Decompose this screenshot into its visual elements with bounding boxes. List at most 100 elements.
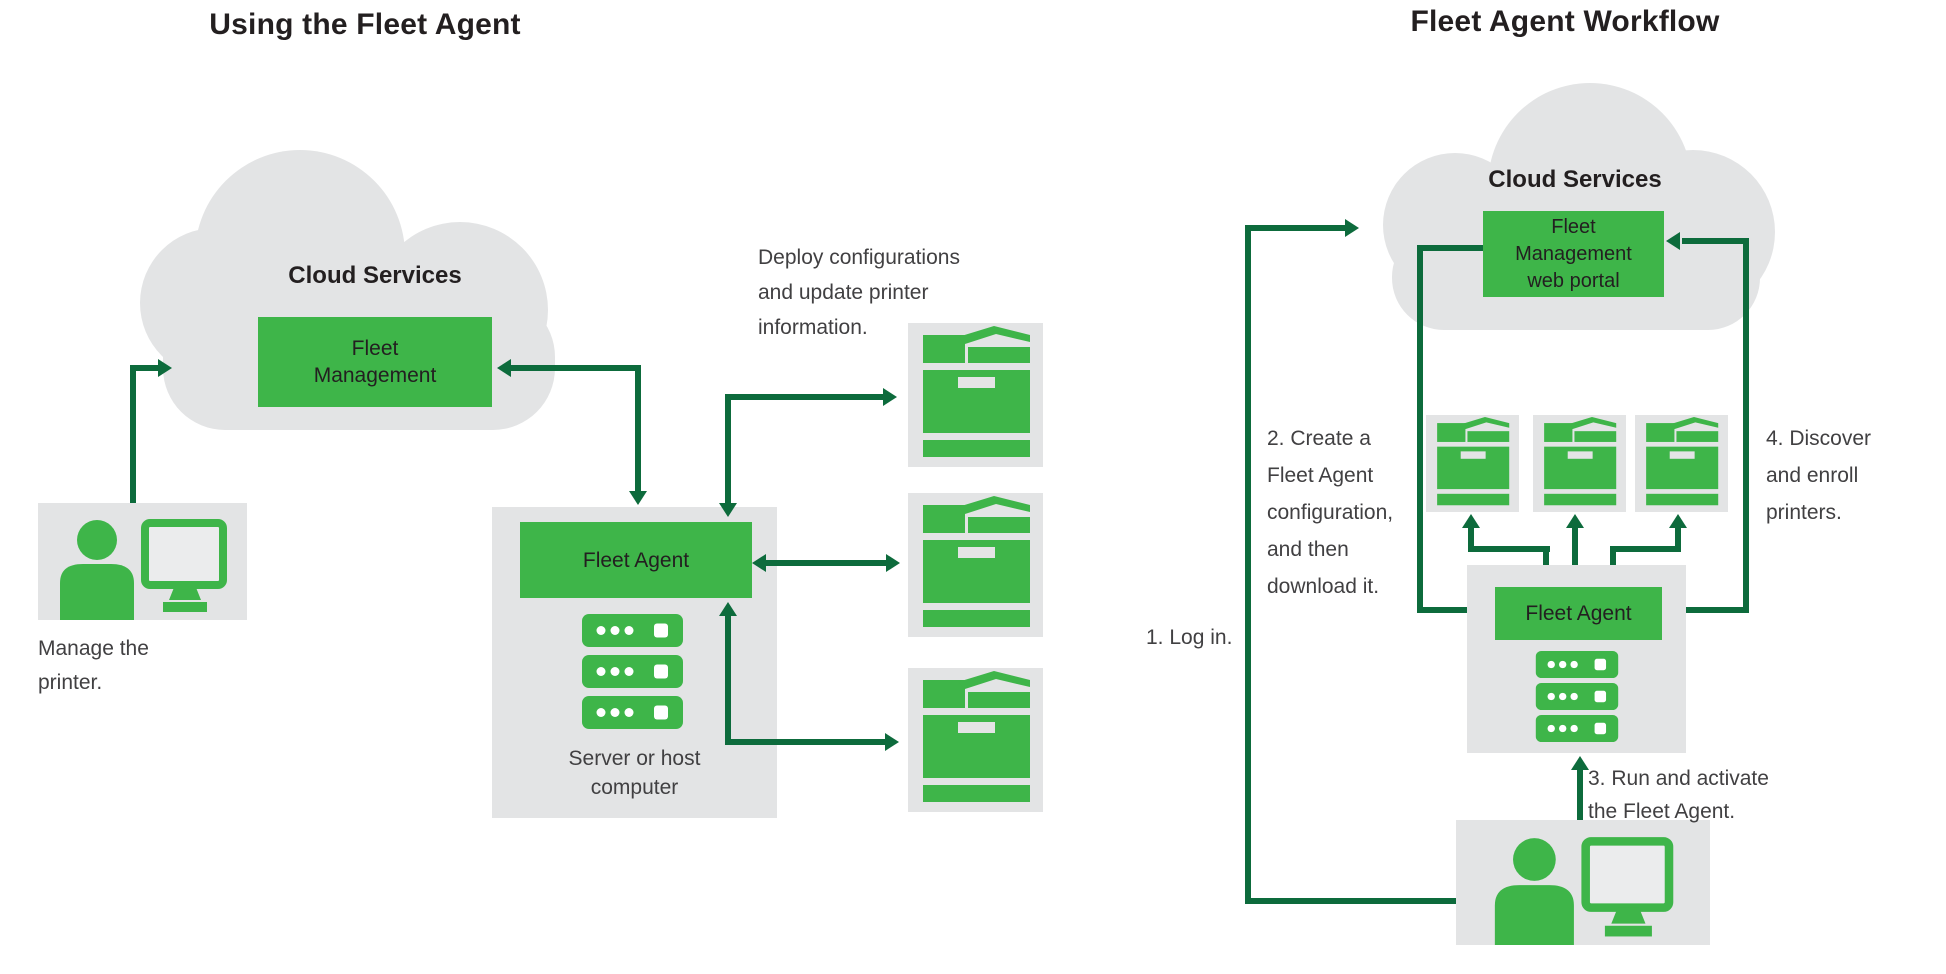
caption-line: download it.	[1267, 575, 1380, 598]
caption-line: printer.	[38, 671, 103, 694]
arrowhead-into-fleet-agent	[752, 554, 766, 572]
fleet-management-line: Fleet	[351, 337, 399, 360]
arrow-agent-printers	[1675, 528, 1681, 552]
printer-icon	[1533, 415, 1626, 512]
person-monitor-icon	[38, 503, 247, 620]
printer-panel	[908, 323, 1043, 467]
fleet-agent-label: Fleet Agent	[582, 548, 690, 572]
arrow-agent-to-portal	[1662, 607, 1749, 613]
printer-panel	[1533, 415, 1626, 512]
printer-icon	[908, 493, 1043, 637]
arrow-login-path	[1245, 225, 1345, 231]
left-cloud-label: Cloud Services	[288, 262, 462, 289]
right-cloud-label: Cloud Services	[1488, 166, 1662, 193]
note-line: information.	[758, 316, 868, 339]
arrowhead-into-server-box	[629, 491, 647, 505]
portal-line: web portal	[1527, 269, 1620, 292]
caption-line: Manage the	[38, 637, 149, 660]
left-diagram-title: Using the Fleet Agent	[209, 8, 521, 41]
arrow-agent-printer1	[725, 394, 731, 503]
arrowhead-into-server-box	[1571, 756, 1589, 770]
printer-icon	[908, 668, 1043, 812]
printer-panel	[908, 668, 1043, 812]
arrow-portal-to-agent	[1420, 245, 1483, 251]
arrow-agent-printers	[1468, 546, 1550, 552]
arrowhead-into-fleet-agent	[719, 602, 737, 616]
portal-line: Fleet	[1551, 215, 1596, 238]
fleet-agent-box: Fleet Agent	[1495, 587, 1662, 640]
right-diagram-title: Fleet Agent Workflow	[1410, 5, 1720, 38]
server-icon	[582, 696, 683, 729]
portal-line: Management	[1515, 242, 1632, 265]
arrowhead-into-printer2	[1566, 514, 1584, 528]
arrowhead-into-cloud	[1345, 219, 1359, 237]
caption-line: printers.	[1766, 501, 1842, 524]
admin-user-panel	[38, 503, 247, 620]
note-line: Deploy configurations	[758, 246, 960, 269]
arrow-portal-to-agent	[1417, 245, 1423, 613]
printer-icon	[908, 323, 1043, 467]
arrow-agent-to-portal	[1743, 238, 1749, 613]
printer-panel	[1426, 415, 1519, 512]
caption-line: Fleet Agent	[1267, 464, 1374, 487]
fleet-management-box: Fleet Management	[258, 317, 492, 407]
server-icon	[1535, 651, 1619, 678]
fleet-agent-label: Fleet Agent	[1525, 602, 1632, 625]
step4-caption: 4. Discover and enroll printers.	[1766, 420, 1871, 531]
note-line: and update printer	[758, 281, 929, 304]
server-icon	[1535, 683, 1619, 710]
arrowhead-into-cloud	[158, 359, 172, 377]
admin-user-panel	[1456, 820, 1710, 945]
arrowhead-into-printer1	[1462, 514, 1480, 528]
arrowhead-into-printer2	[886, 554, 900, 572]
manage-printer-caption: Manage the printer.	[38, 632, 149, 700]
arrowhead-into-printer3	[1669, 514, 1687, 528]
arrow-agent-printer2	[766, 560, 886, 566]
fleet-agent-box: Fleet Agent	[520, 522, 752, 598]
arrow-agent-printers	[1610, 546, 1681, 552]
caption-line: Server or host	[568, 747, 701, 770]
step3-caption: 3. Run and activate the Fleet Agent.	[1588, 762, 1769, 828]
caption-line: computer	[590, 776, 679, 799]
server-icon	[1535, 715, 1619, 742]
arrow-run-activate	[1577, 770, 1583, 820]
arrow-portal-to-agent	[1417, 607, 1479, 613]
arrowhead-into-fleet-management	[497, 359, 511, 377]
printer-icon	[1426, 415, 1519, 512]
printer-panel	[908, 493, 1043, 637]
arrow-portal-agent	[635, 365, 641, 493]
printer-panel	[1635, 415, 1728, 512]
arrowhead-into-printer3	[885, 733, 899, 751]
arrowhead-into-printer1	[883, 388, 897, 406]
arrowhead-into-web-portal	[1666, 232, 1680, 250]
arrow-agent-to-portal	[1682, 238, 1749, 244]
arrow-person-to-cloud	[130, 365, 136, 503]
caption-line: and then	[1267, 538, 1349, 561]
caption-line: 3. Run and activate	[1588, 767, 1769, 790]
arrow-agent-printer1	[725, 394, 883, 400]
arrow-login-path	[1245, 225, 1251, 903]
step2-caption: 2. Create a Fleet Agent configuration, a…	[1267, 420, 1393, 605]
arrow-agent-printers	[1468, 528, 1474, 552]
fleet-management-web-portal-box: Fleet Management web portal	[1483, 211, 1664, 297]
caption-line: 1. Log in.	[1146, 626, 1233, 649]
arrow-agent-printers	[1572, 528, 1578, 588]
caption-line: the Fleet Agent.	[1588, 800, 1736, 823]
caption-line: configuration,	[1267, 501, 1394, 524]
caption-line: 4. Discover	[1766, 427, 1872, 450]
server-icon	[582, 655, 683, 688]
step1-caption: 1. Log in.	[1146, 620, 1232, 655]
caption-line: and enroll	[1766, 464, 1859, 487]
person-monitor-icon	[1456, 820, 1710, 945]
caption-line: 2. Create a	[1267, 427, 1371, 450]
deploy-note: Deploy configurations and update printer…	[758, 240, 960, 345]
printer-icon	[1635, 415, 1728, 512]
server-host-caption: Server or host computer	[492, 744, 777, 802]
server-icon	[582, 614, 683, 647]
arrow-person-to-cloud	[130, 365, 158, 371]
arrowhead-into-fleet-agent	[719, 503, 737, 517]
arrow-portal-agent	[511, 365, 641, 371]
arrow-agent-printer3	[725, 616, 731, 742]
fleet-management-line: Management	[313, 364, 437, 387]
